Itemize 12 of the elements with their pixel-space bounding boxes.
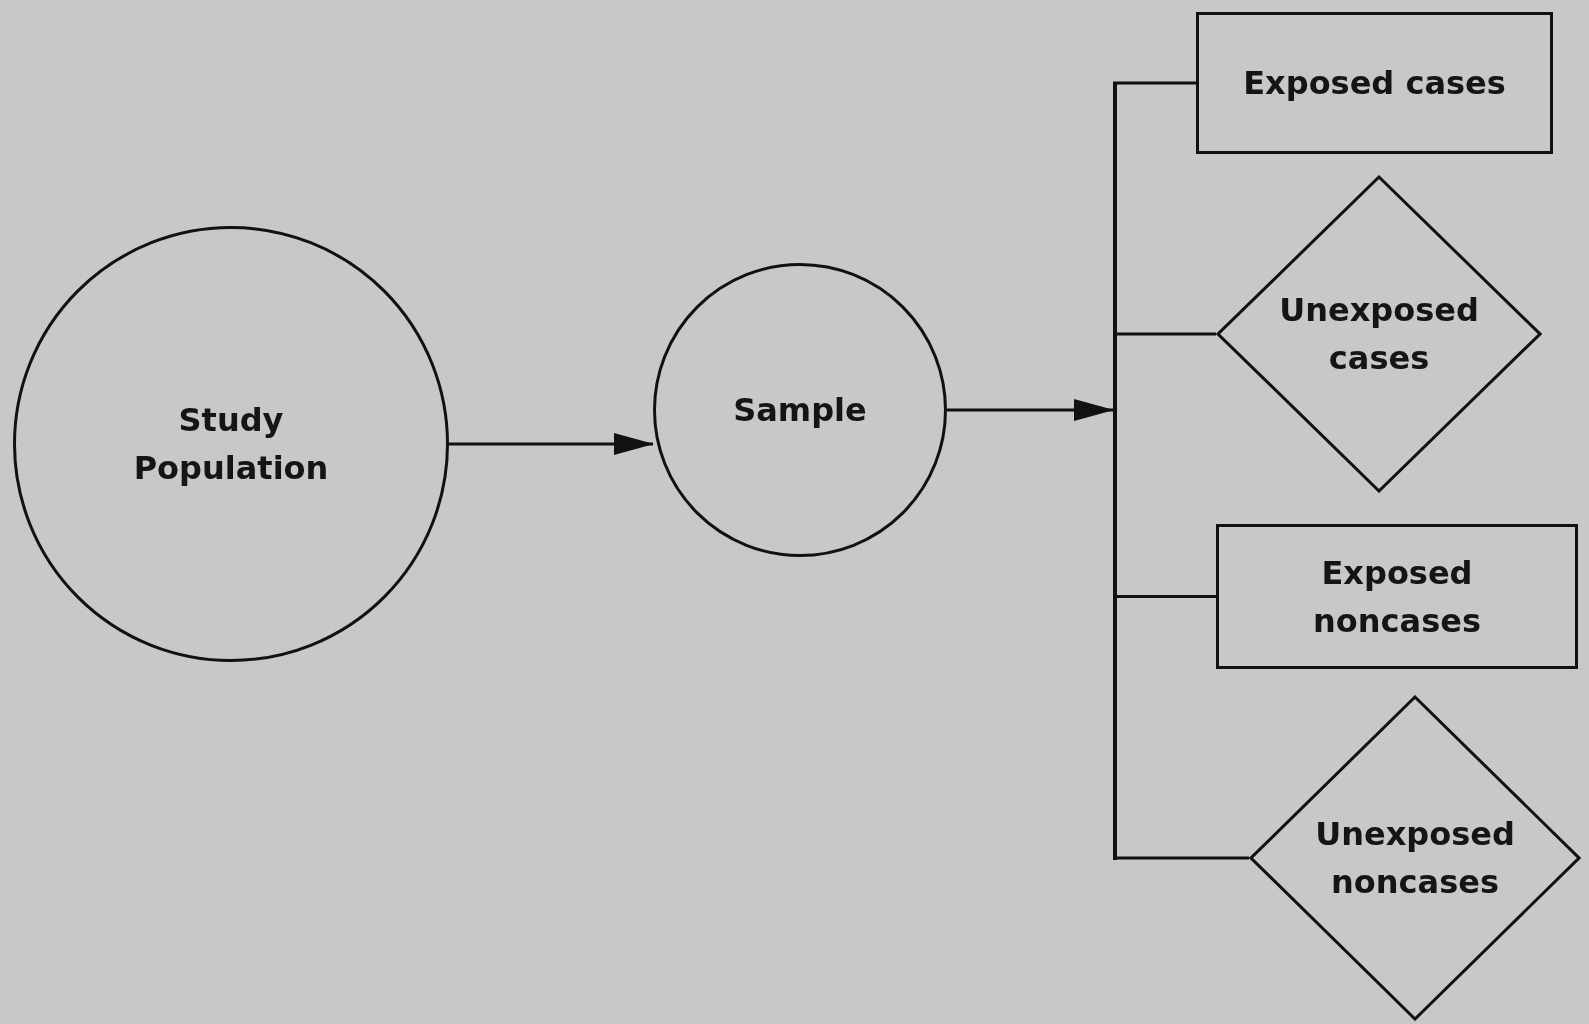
process-box [1196, 12, 1553, 154]
decision-diamond [1249, 695, 1581, 1021]
node-label: Unexposed noncases [1314, 814, 1516, 903]
arrow [947, 399, 1114, 421]
arrow [449, 433, 654, 455]
node-label: Exposed cases [1243, 63, 1506, 104]
node-label: Unexposed cases [1278, 290, 1480, 379]
decision-diamond [1216, 175, 1542, 493]
process-box [1216, 524, 1578, 669]
node-label: Exposed noncases [1312, 552, 1482, 642]
node-label: Sample [733, 390, 867, 431]
node-label: Study Population [132, 400, 330, 489]
